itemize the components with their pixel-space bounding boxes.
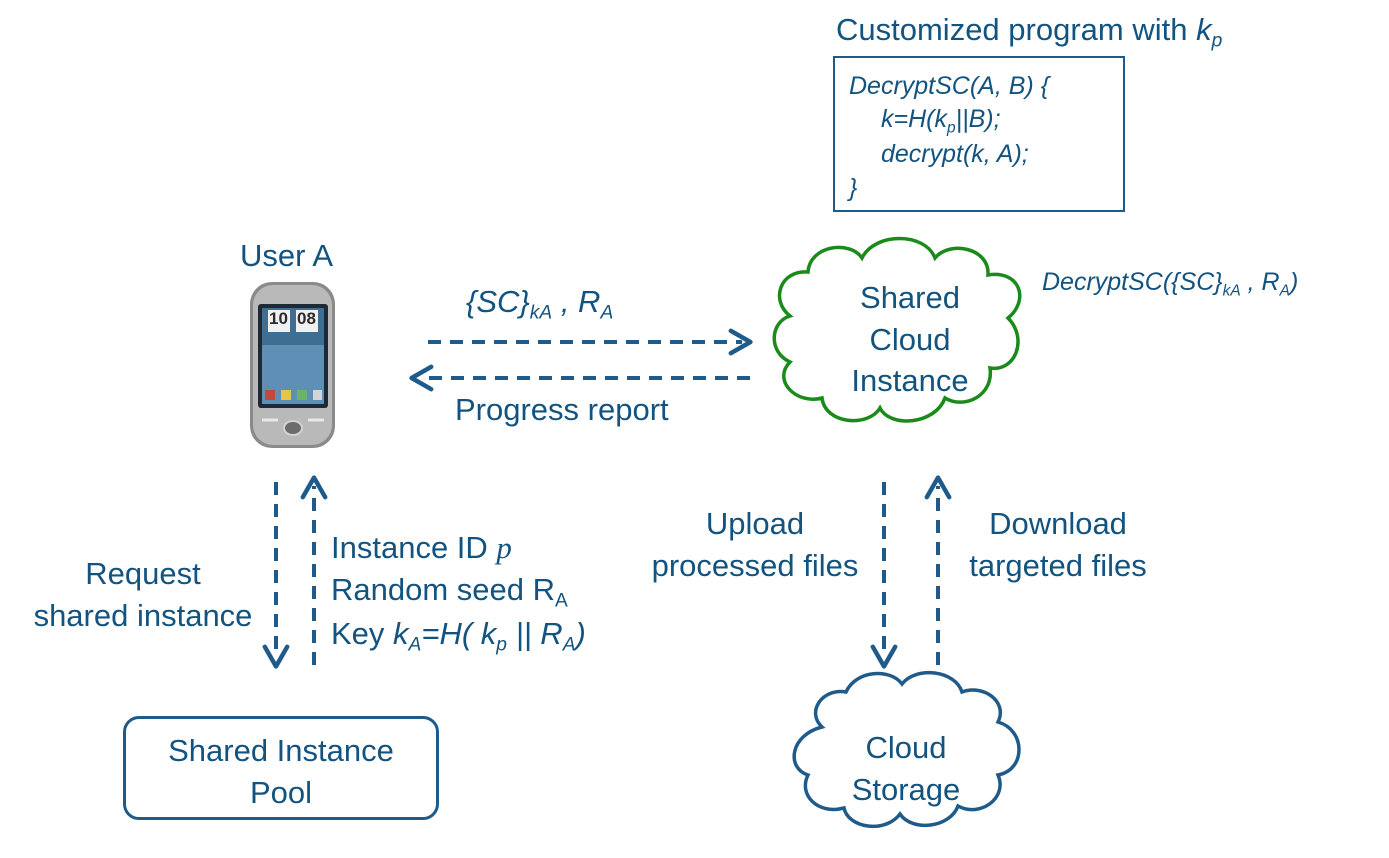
- upload-label: Upload processed files: [632, 506, 878, 583]
- program-code-box: DecryptSC(A, B) { k=H(kp||B); decrypt(k,…: [833, 56, 1125, 212]
- program-title-text: Customized program with: [836, 12, 1197, 47]
- cloud-storage-shape: [792, 670, 1021, 829]
- phone-clock-minutes: 08: [297, 309, 316, 328]
- storage-line-2: Storage: [851, 771, 961, 807]
- instance-id-label: Instance ID p: [331, 530, 512, 566]
- request-line-1: Request: [85, 556, 201, 591]
- shared-instance-label: Shared Cloud Instance: [820, 280, 1000, 399]
- program-title-sub: p: [1211, 30, 1223, 52]
- progress-report-label: Progress report: [455, 392, 669, 427]
- call-sub1: kA: [1222, 282, 1241, 300]
- key-k: k: [393, 616, 409, 651]
- random-seed-label: Random seed RA: [331, 572, 568, 611]
- storage-line-1: Cloud: [865, 730, 947, 765]
- download-label: Download targeted files: [952, 506, 1164, 583]
- shared-instance-line-1: Shared: [860, 280, 960, 315]
- pool-label: Shared Instance Pool: [126, 733, 436, 810]
- shared-instance-pool: Shared Instance Pool: [123, 716, 439, 820]
- shared-cloud-instance-shape: [772, 236, 1022, 423]
- code-line-1: DecryptSC(A, B) {: [849, 72, 1050, 100]
- request-line-2: shared instance: [33, 597, 253, 633]
- sc-sub: kA: [529, 302, 553, 324]
- encrypted-code-label: {SC}kA , RA: [466, 284, 613, 323]
- pool-line-1: Shared Instance: [168, 733, 394, 768]
- key-mid: || R: [506, 616, 563, 651]
- sc-sub2: A: [600, 302, 614, 324]
- code-line-2-post: ||B);: [955, 105, 1001, 133]
- instance-id-var: p: [496, 530, 512, 565]
- instance-id-text: Instance ID: [331, 530, 497, 565]
- download-line-1: Download: [989, 506, 1127, 541]
- download-line-2: targeted files: [969, 547, 1147, 583]
- user-label: User A: [240, 238, 334, 273]
- request-label: Request shared instance: [18, 556, 268, 633]
- code-line-2-sub: p: [946, 119, 956, 137]
- program-title-var: k: [1196, 12, 1212, 47]
- seed-text: Random seed R: [331, 572, 556, 607]
- shared-instance-line-3: Instance: [851, 363, 969, 399]
- key-text: Key: [331, 616, 394, 651]
- key-end: ): [575, 616, 586, 651]
- key-p-sub: p: [496, 634, 507, 656]
- key-eq: =H( k: [421, 616, 497, 651]
- key-label: Key kA=H( kp || RA): [331, 616, 586, 655]
- call-post: ): [1289, 268, 1299, 296]
- sc-main: {SC}: [466, 284, 530, 319]
- upload-line-1: Upload: [705, 506, 805, 541]
- code-line-2: k=H(kp||B);: [881, 105, 1001, 137]
- seed-sub: A: [555, 590, 568, 612]
- upload-line-2: processed files: [651, 547, 859, 583]
- code-line-4: }: [849, 174, 858, 202]
- call-pre: DecryptSC({SC}: [1042, 268, 1223, 296]
- decrypt-call-label: DecryptSC({SC}kA , RA): [1042, 268, 1299, 300]
- call-mid: , R: [1240, 268, 1280, 296]
- key-k-sub: A: [408, 634, 422, 656]
- smartphone-icon: [250, 282, 335, 448]
- call-sub2: A: [1279, 282, 1290, 300]
- pool-line-2: Pool: [249, 774, 313, 810]
- cloud-storage-label: Cloud Storage: [826, 730, 986, 807]
- phone-clock-hours: 10: [269, 309, 288, 328]
- program-title: Customized program with kp: [836, 12, 1222, 51]
- sc-sep: , R: [552, 284, 601, 319]
- shared-instance-line-2: Cloud: [869, 321, 951, 357]
- key-r-sub: A: [562, 634, 576, 656]
- code-line-3: decrypt(k, A);: [881, 140, 1029, 168]
- code-line-2-pre: k=H(k: [881, 105, 947, 133]
